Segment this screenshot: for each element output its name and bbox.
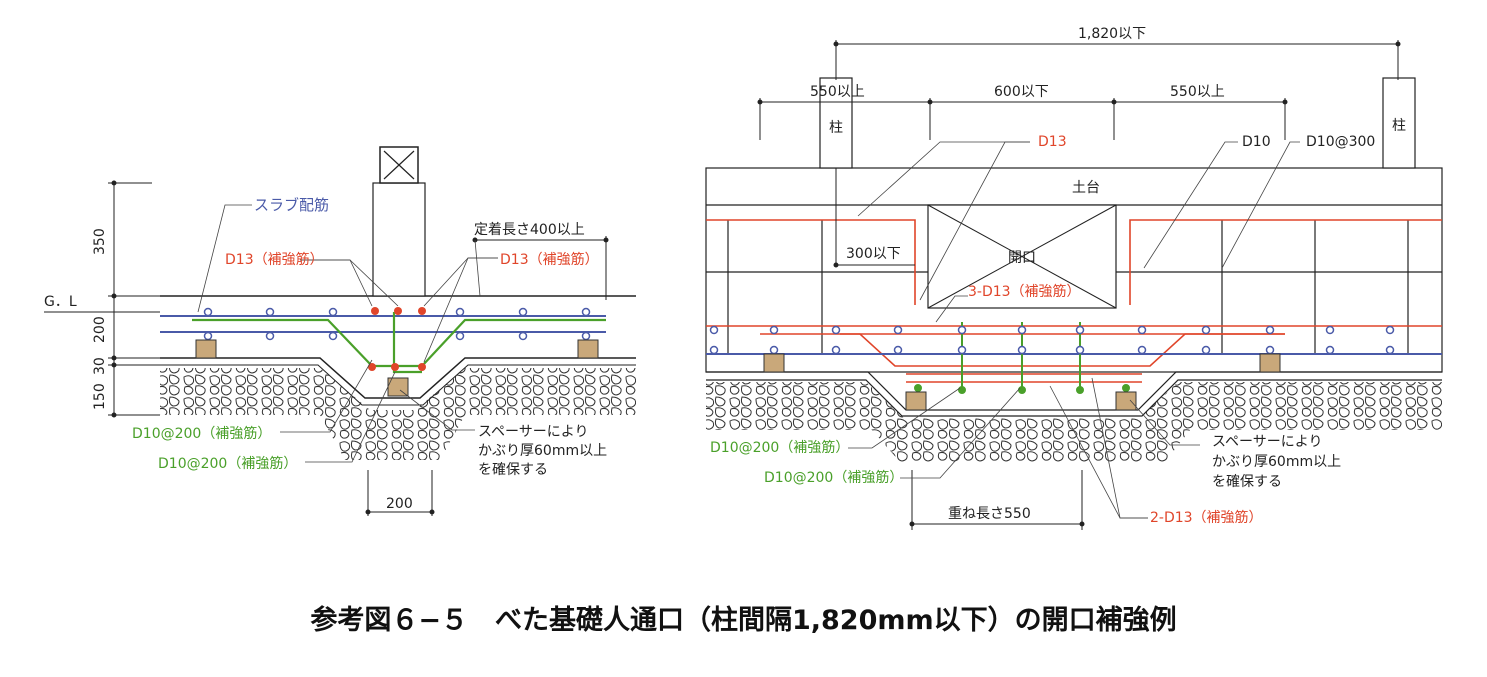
left-column — [372, 182, 426, 297]
right-leaders — [848, 141, 1300, 519]
right-dim-600: 600以下 — [994, 84, 1049, 100]
right-d10-300: D10@300 — [1306, 134, 1375, 150]
left-d10-a: D10@200（補強筋） — [132, 425, 271, 442]
left-spacer-3: を確保する — [478, 462, 548, 478]
right-d10-a: D10@200（補強筋） — [710, 439, 849, 456]
right-column-right — [1382, 77, 1416, 169]
left-slab-label: スラブ配筋 — [254, 196, 329, 214]
right-d13: D13 — [1038, 134, 1067, 150]
right-d13-2: 2-D13（補強筋） — [1150, 509, 1263, 526]
right-spacer-3: を確保する — [1212, 474, 1282, 490]
left-dim-350: 350 — [92, 228, 108, 255]
diagram-canvas: 350 200 30 150 G．L スラブ配筋 定着長さ400以上 D13（補… — [44, 26, 1443, 530]
left-dim-200: 200 — [92, 316, 108, 343]
left-d10-b: D10@200（補強筋） — [158, 455, 297, 472]
right-spacers — [763, 353, 1281, 411]
left-d13-sections — [368, 307, 426, 371]
left-spacers — [195, 339, 599, 397]
left-dim-30: 30 — [92, 357, 108, 375]
left-spacer-2: かぶり厚60mm以上 — [478, 443, 607, 459]
left-spacer-1: スペーサーにより — [478, 424, 588, 440]
right-bar-sections — [709, 325, 1395, 355]
right-dim-total: 1,820以下 — [1078, 26, 1146, 42]
right-dim-550b: 550以上 — [1170, 84, 1225, 100]
right-gravel — [706, 382, 1442, 462]
right-column-left — [819, 77, 853, 169]
figure-caption: 参考図６−５ べた基礎人通口（柱間隔1,820mm以下）の開口補強例 — [310, 605, 1177, 636]
left-d13-right: D13（補強筋） — [500, 251, 599, 268]
right-spacer-2: かぶり厚60mm以上 — [1212, 454, 1341, 470]
left-bar-sections — [203, 307, 591, 341]
right-opening-label: 開口 — [1008, 250, 1036, 266]
left-anchor-label: 定着長さ400以上 — [474, 222, 585, 238]
right-dimensions — [757, 40, 1401, 530]
right-d13-3: 3-D13（補強筋） — [968, 283, 1081, 300]
right-wall-grid — [706, 220, 1442, 355]
left-green-bar-b — [392, 312, 422, 374]
right-section: 1,820以下 550以上 600以下 550以上 柱 柱 D13 D10 D1… — [705, 26, 1443, 530]
left-dim-bottom: 200 — [386, 496, 413, 512]
right-overlap: 重ね長さ550 — [948, 506, 1031, 522]
left-gravel — [160, 368, 636, 460]
right-spacer-1: スペーサーにより — [1212, 434, 1322, 450]
left-green-bar-a — [192, 318, 606, 368]
left-dimensions — [44, 180, 609, 516]
left-section: 350 200 30 150 G．L スラブ配筋 定着長さ400以上 D13（補… — [44, 146, 636, 516]
right-d10-b: D10@200（補強筋） — [764, 469, 903, 486]
right-wall — [705, 167, 1443, 373]
right-dim-550a: 550以上 — [810, 84, 865, 100]
left-gl-label: G．L — [44, 294, 77, 310]
right-d10: D10 — [1242, 134, 1271, 150]
left-dim-150: 150 — [92, 383, 108, 410]
right-dim-300: 300以下 — [846, 246, 901, 262]
left-d13-left: D13（補強筋） — [225, 251, 324, 268]
right-column-right-label: 柱 — [1392, 118, 1406, 134]
left-leaders — [197, 204, 498, 463]
right-dodai: 土台 — [1072, 180, 1100, 196]
right-column-left-label: 柱 — [829, 120, 843, 136]
